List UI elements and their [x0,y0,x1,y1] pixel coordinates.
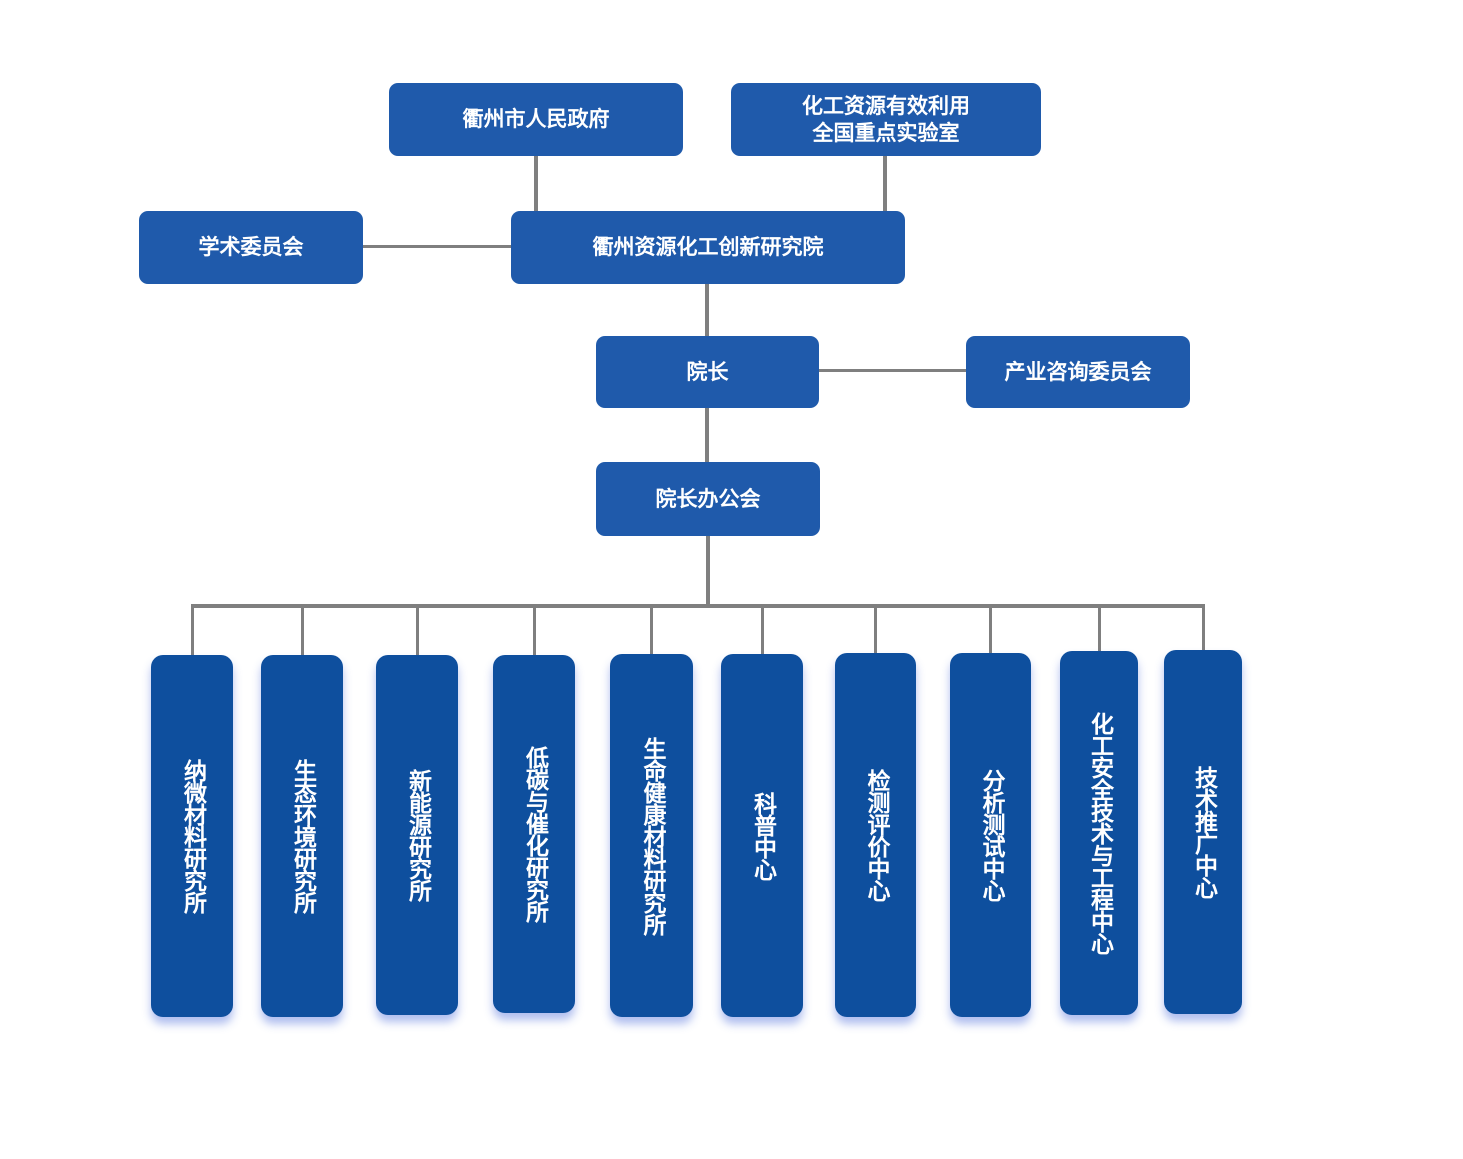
department-box: 技术推广中心 [1164,650,1242,1014]
department-drop-line [415,604,419,657]
connector-government-institute [534,155,538,212]
department-label: 纳微材料研究所 [179,759,206,913]
department-label: 检测评价中心 [863,769,889,901]
department-drop-line [300,604,304,657]
president-box: 院长 [596,336,819,408]
department-box: 检测评价中心 [835,653,916,1017]
department-label: 分析测试中心 [978,769,1004,901]
department-label: 新能源研究所 [404,769,431,901]
president-office-meeting-box: 院长办公会 [596,462,820,536]
department-label: 生态环境研究所 [289,759,316,913]
department-label: 生命健康材料研究所 [639,736,665,935]
department-box: 纳微材料研究所 [151,655,233,1017]
government-box: 衢州市人民政府 [389,83,683,156]
connector-lab-institute [883,155,887,212]
connector-president-industry [818,369,967,372]
department-label: 技术推广中心 [1190,766,1217,898]
department-box: 生态环境研究所 [261,655,343,1017]
department-drop-line [190,604,194,657]
connector-departments-bus [193,604,1205,608]
department-drop-line [1201,604,1205,652]
academic-committee-box: 学术委员会 [139,211,363,284]
department-drop-line [532,604,536,657]
department-box: 低碳与催化研究所 [493,655,575,1013]
institute-box: 衢州资源化工创新研究院 [511,211,905,284]
industry-advisory-committee-box: 产业咨询委员会 [966,336,1190,408]
connector-office-trunk [706,535,710,607]
department-box: 科普中心 [721,654,803,1017]
department-box: 分析测试中心 [950,653,1031,1017]
department-box: 化工安全技术与工程中心 [1060,651,1138,1015]
department-drop-line [760,604,764,656]
department-box: 新能源研究所 [376,655,458,1015]
connector-president-office [705,407,709,463]
key-laboratory-box: 化工资源有效利用 全国重点实验室 [731,83,1041,156]
department-drop-line [1097,604,1101,653]
connector-academic-institute [362,245,512,248]
department-drop-line [874,604,877,655]
connector-institute-president [705,283,709,337]
department-label: 化工安全技术与工程中心 [1086,712,1113,954]
department-drop-line [989,604,992,655]
department-box: 生命健康材料研究所 [610,654,693,1017]
department-drop-line [650,604,653,656]
department-label: 科普中心 [749,791,776,880]
department-label: 低碳与催化研究所 [521,746,548,922]
